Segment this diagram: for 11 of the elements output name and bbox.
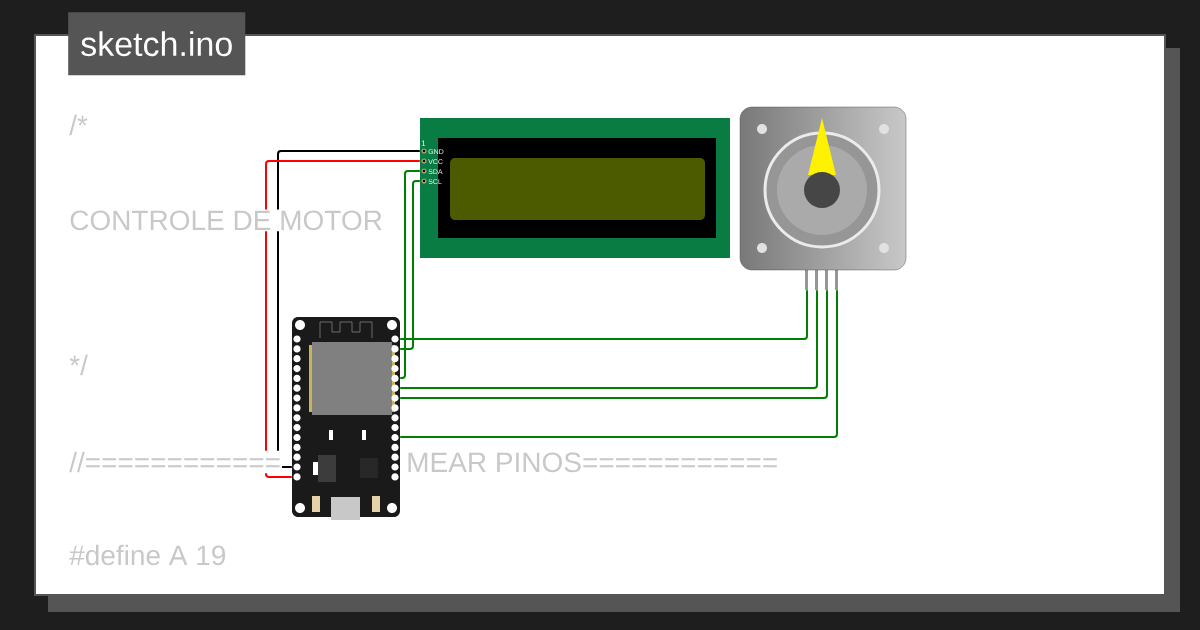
- wire: [399, 170, 421, 379]
- code-line: /*: [68, 113, 89, 137]
- wire: [399, 289, 838, 438]
- wire: [399, 180, 421, 350]
- stepper-motor-drawing: [739, 106, 907, 290]
- lcd-display-drawing: [420, 118, 730, 258]
- wire: [399, 289, 808, 340]
- pin-label: 1: [421, 140, 426, 146]
- microcontroller-board-drawing: [292, 317, 400, 520]
- code-line: */: [68, 353, 89, 377]
- file-tab: sketch.ino: [68, 12, 246, 76]
